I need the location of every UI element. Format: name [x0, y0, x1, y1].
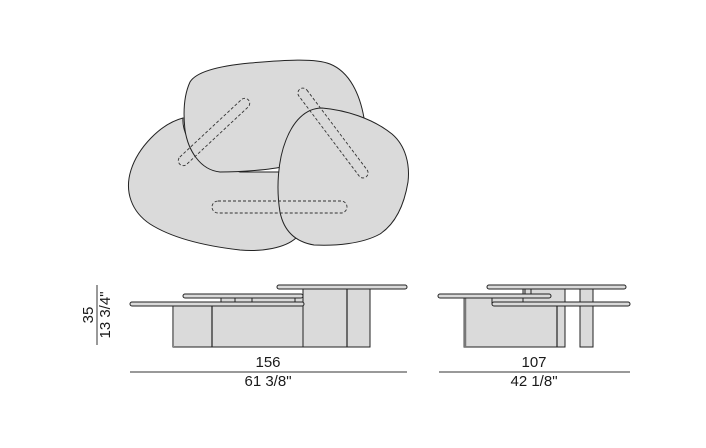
- horizontal-slot: [211, 200, 348, 214]
- right-tabletop: [277, 107, 409, 246]
- side-rear-leg: [579, 288, 594, 348]
- width-cm: 156: [255, 354, 280, 371]
- depth-cm: 107: [521, 354, 546, 371]
- height-dimension: 35 13 3/4": [80, 285, 114, 345]
- side-mid-tier: [437, 293, 552, 299]
- depth-in: 42 1/8": [510, 373, 557, 390]
- front-elevation: [129, 284, 408, 348]
- front-mid-tier: [182, 293, 304, 299]
- front-low-tier: [129, 301, 305, 307]
- side-elevation: [437, 284, 631, 348]
- side-low-tier: [491, 301, 631, 307]
- left-diagonal-slot: [177, 97, 251, 167]
- height-in: 13 3/4": [97, 291, 114, 338]
- front-raised-block: [302, 287, 371, 348]
- front-top-tier: [276, 284, 408, 290]
- width-in: 61 3/8": [244, 373, 291, 390]
- width-dimension: 156 61 3/8": [130, 354, 407, 390]
- side-top-tier: [486, 284, 627, 290]
- plan-view: [128, 59, 409, 251]
- height-cm: 35: [80, 307, 97, 324]
- depth-dimension: 107 42 1/8": [439, 354, 630, 390]
